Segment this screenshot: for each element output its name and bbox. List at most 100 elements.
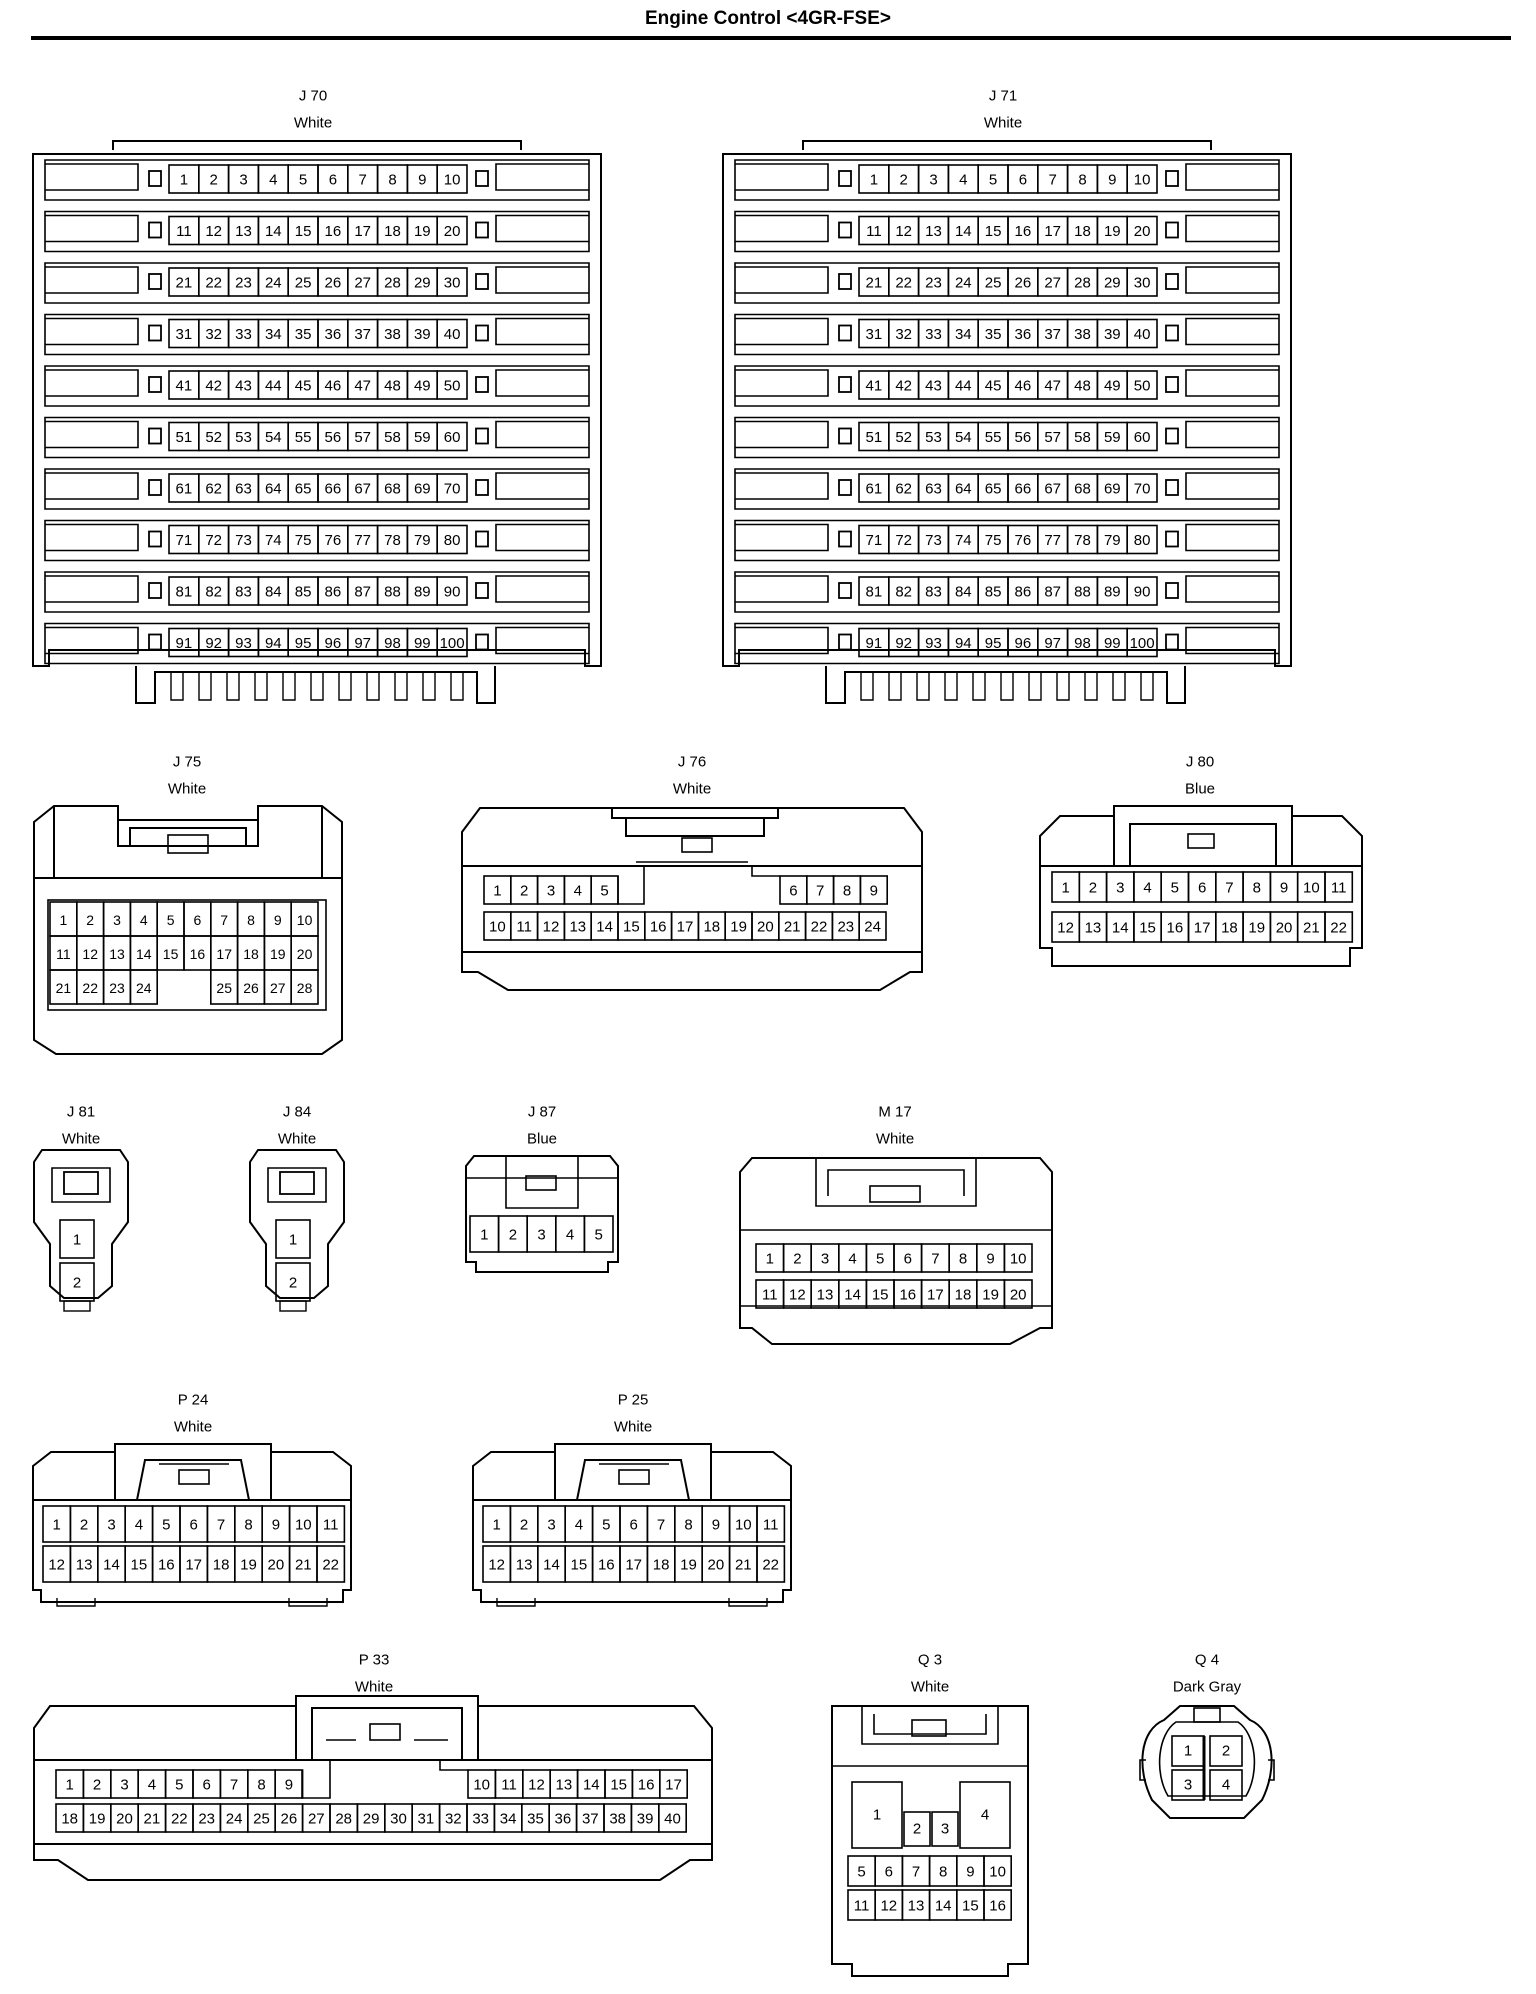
pin-68: 68 [1074, 481, 1091, 498]
pin-3: 3 [107, 1517, 115, 1534]
pin-13: 13 [109, 946, 125, 962]
pin-89: 89 [1104, 584, 1121, 601]
pin-6: 6 [329, 172, 337, 189]
pin-5: 5 [175, 1777, 183, 1794]
connector-color: White [984, 115, 1022, 132]
pin-80: 80 [1134, 532, 1151, 549]
pin-9: 9 [986, 1251, 994, 1268]
pin-19: 19 [982, 1287, 999, 1304]
pin-23: 23 [109, 980, 125, 996]
pin-64: 64 [955, 481, 972, 498]
pin-37: 37 [354, 326, 371, 343]
pin-26: 26 [243, 980, 259, 996]
pin-3: 3 [1116, 880, 1124, 897]
pin-7: 7 [1225, 880, 1233, 897]
connector-id: J 84 [283, 1104, 311, 1121]
pin-14: 14 [103, 1557, 120, 1574]
pin-1: 1 [60, 912, 68, 928]
pin-7: 7 [220, 912, 228, 928]
pin-92: 92 [205, 635, 222, 652]
pin-91: 91 [866, 635, 883, 652]
pin-16: 16 [325, 223, 342, 240]
pin-7: 7 [657, 1517, 665, 1534]
pin-2: 2 [793, 1251, 801, 1268]
pin-76: 76 [1015, 532, 1032, 549]
pin-100: 100 [440, 635, 465, 652]
pin-81: 81 [176, 584, 193, 601]
pin-34: 34 [500, 1811, 517, 1828]
pin-4: 4 [148, 1777, 156, 1794]
pin-20: 20 [708, 1557, 725, 1574]
pin-16: 16 [638, 1777, 655, 1794]
pin-33: 33 [472, 1811, 489, 1828]
pin-1: 1 [289, 1232, 297, 1249]
pin-1: 1 [66, 1777, 74, 1794]
pin-9: 9 [285, 1777, 293, 1794]
pin-21: 21 [295, 1557, 312, 1574]
pin-1: 1 [1061, 880, 1069, 897]
pin-10: 10 [489, 919, 506, 936]
pin-94: 94 [955, 635, 972, 652]
pin-34: 34 [265, 326, 282, 343]
pin-79: 79 [1104, 532, 1121, 549]
pin-57: 57 [1044, 429, 1061, 446]
pin-26: 26 [1015, 275, 1032, 292]
pin-62: 62 [895, 481, 912, 498]
pin-9: 9 [272, 1517, 280, 1534]
pin-24: 24 [265, 275, 282, 292]
pin-98: 98 [1074, 635, 1091, 652]
pin-7: 7 [931, 1251, 939, 1268]
pin-18: 18 [1221, 920, 1238, 937]
pin-63: 63 [235, 481, 252, 498]
pin-74: 74 [265, 532, 282, 549]
pin-11: 11 [763, 1517, 779, 1534]
pin-20: 20 [1276, 920, 1293, 937]
pin-90: 90 [444, 584, 461, 601]
pin-32: 32 [205, 326, 222, 343]
pin-44: 44 [265, 378, 282, 395]
pin-23: 23 [198, 1811, 215, 1828]
pin-33: 33 [235, 326, 252, 343]
pin-51: 51 [866, 429, 883, 446]
pin-3: 3 [239, 172, 247, 189]
connector-id: J 70 [299, 88, 327, 105]
pin-76: 76 [325, 532, 342, 549]
pin-67: 67 [1044, 481, 1061, 498]
pin-66: 66 [325, 481, 342, 498]
pin-73: 73 [235, 532, 252, 549]
pin-12: 12 [82, 946, 98, 962]
pin-35: 35 [985, 326, 1002, 343]
pin-92: 92 [895, 635, 912, 652]
pin-82: 82 [205, 584, 222, 601]
pin-14: 14 [543, 1557, 560, 1574]
pin-11: 11 [866, 223, 882, 240]
pin-21: 21 [144, 1811, 161, 1828]
pin-49: 49 [1104, 378, 1121, 395]
pin-7: 7 [1049, 172, 1057, 189]
pin-21: 21 [784, 919, 801, 936]
pin-2: 2 [210, 172, 218, 189]
pin-72: 72 [895, 532, 912, 549]
pin-4: 4 [981, 1807, 989, 1824]
pin-16: 16 [989, 1898, 1006, 1915]
pin-53: 53 [925, 429, 942, 446]
pin-28: 28 [384, 275, 401, 292]
pin-9: 9 [1108, 172, 1116, 189]
pin-52: 52 [895, 429, 912, 446]
pin-55: 55 [295, 429, 312, 446]
pin-1: 1 [53, 1517, 61, 1534]
pin-95: 95 [295, 635, 312, 652]
pin-13: 13 [1085, 920, 1102, 937]
pin-10: 10 [295, 1517, 312, 1534]
pin-11: 11 [323, 1517, 339, 1534]
pin-36: 36 [555, 1811, 572, 1828]
